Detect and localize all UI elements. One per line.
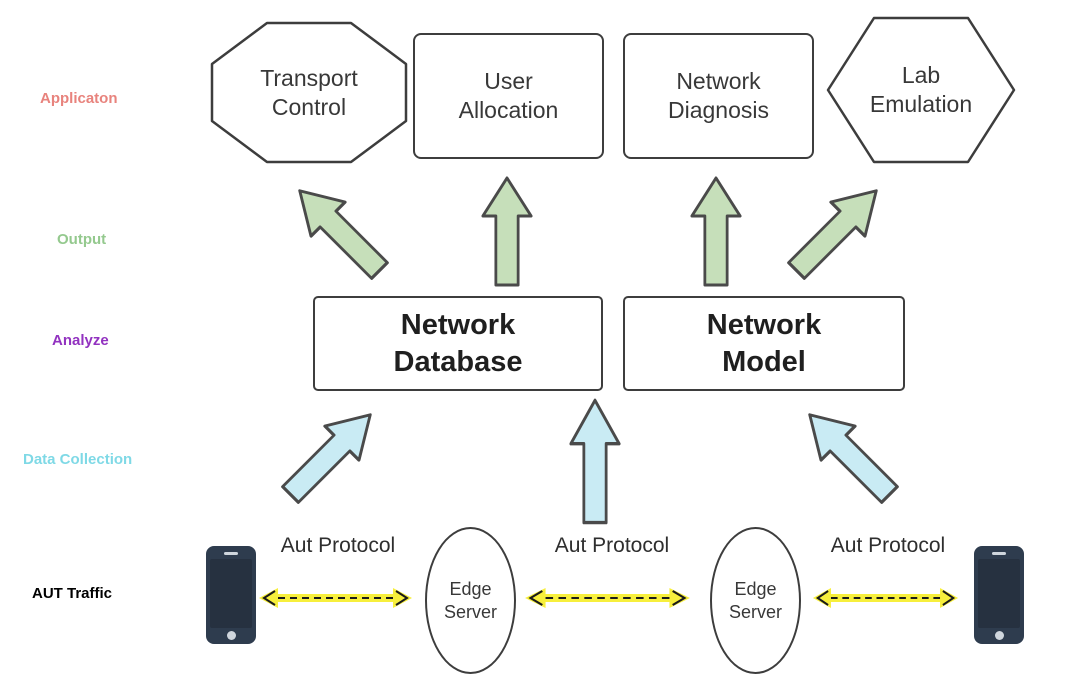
smartphone-icon xyxy=(206,546,256,644)
green-arrow-up-icon xyxy=(481,176,533,287)
hexagon-shape-icon xyxy=(826,16,1016,164)
node-user-allocation: User Allocation xyxy=(413,33,604,159)
node-label: Network Diagnosis xyxy=(668,68,769,123)
layer-label-data-collection: Data Collection xyxy=(23,451,133,468)
aut-protocol-label-left: Aut Protocol xyxy=(280,534,396,557)
yellow-dashed-double-arrow-icon xyxy=(259,588,412,608)
node-edge-server-left: Edge Server xyxy=(425,527,516,674)
cyan-arrow-up-icon xyxy=(569,398,621,525)
node-label: Edge Server xyxy=(728,579,782,622)
node-network-model: Network Model xyxy=(623,296,905,391)
node-network-database: Network Database xyxy=(313,296,603,391)
node-edge-server-right: Edge Server xyxy=(710,527,801,674)
phone-home-button xyxy=(226,631,236,640)
octagon-shape-icon xyxy=(210,21,408,164)
green-arrow-up-left-icon xyxy=(298,189,389,280)
layer-label-aut-traffic: AUT Traffic xyxy=(32,585,113,602)
phone-home-button xyxy=(994,631,1004,640)
node-label: Transport Control xyxy=(260,64,358,120)
layer-label-analyze: Analyze xyxy=(52,332,109,349)
phone-speaker xyxy=(992,552,1006,555)
green-arrow-up-right-icon xyxy=(787,189,878,280)
yellow-dashed-double-arrow-icon xyxy=(812,588,959,608)
aut-protocol-label-middle: Aut Protocol xyxy=(554,534,670,557)
yellow-dashed-double-arrow-icon xyxy=(525,588,690,608)
aut-protocol-label-right: Aut Protocol xyxy=(830,534,946,557)
node-label: User Allocation xyxy=(458,68,559,123)
node-label: Network Database xyxy=(393,309,523,378)
cyan-arrow-up-left-icon xyxy=(808,413,899,504)
node-label: Network Model xyxy=(706,309,822,378)
node-transport-control: Transport Control xyxy=(210,21,408,164)
node-network-diagnosis: Network Diagnosis xyxy=(623,33,814,159)
node-label: Lab Emulation xyxy=(869,62,973,117)
phone-screen xyxy=(210,559,252,628)
cyan-arrow-up-right-icon xyxy=(281,413,372,504)
layer-label-application: Applicaton xyxy=(40,90,118,107)
layer-label-output: Output xyxy=(57,231,107,248)
node-lab-emulation: Lab Emulation xyxy=(826,16,1016,164)
green-arrow-up-icon xyxy=(690,176,742,287)
node-label: Edge Server xyxy=(443,579,497,622)
phone-speaker xyxy=(224,552,238,555)
smartphone-icon xyxy=(974,546,1024,644)
phone-screen xyxy=(978,559,1020,628)
